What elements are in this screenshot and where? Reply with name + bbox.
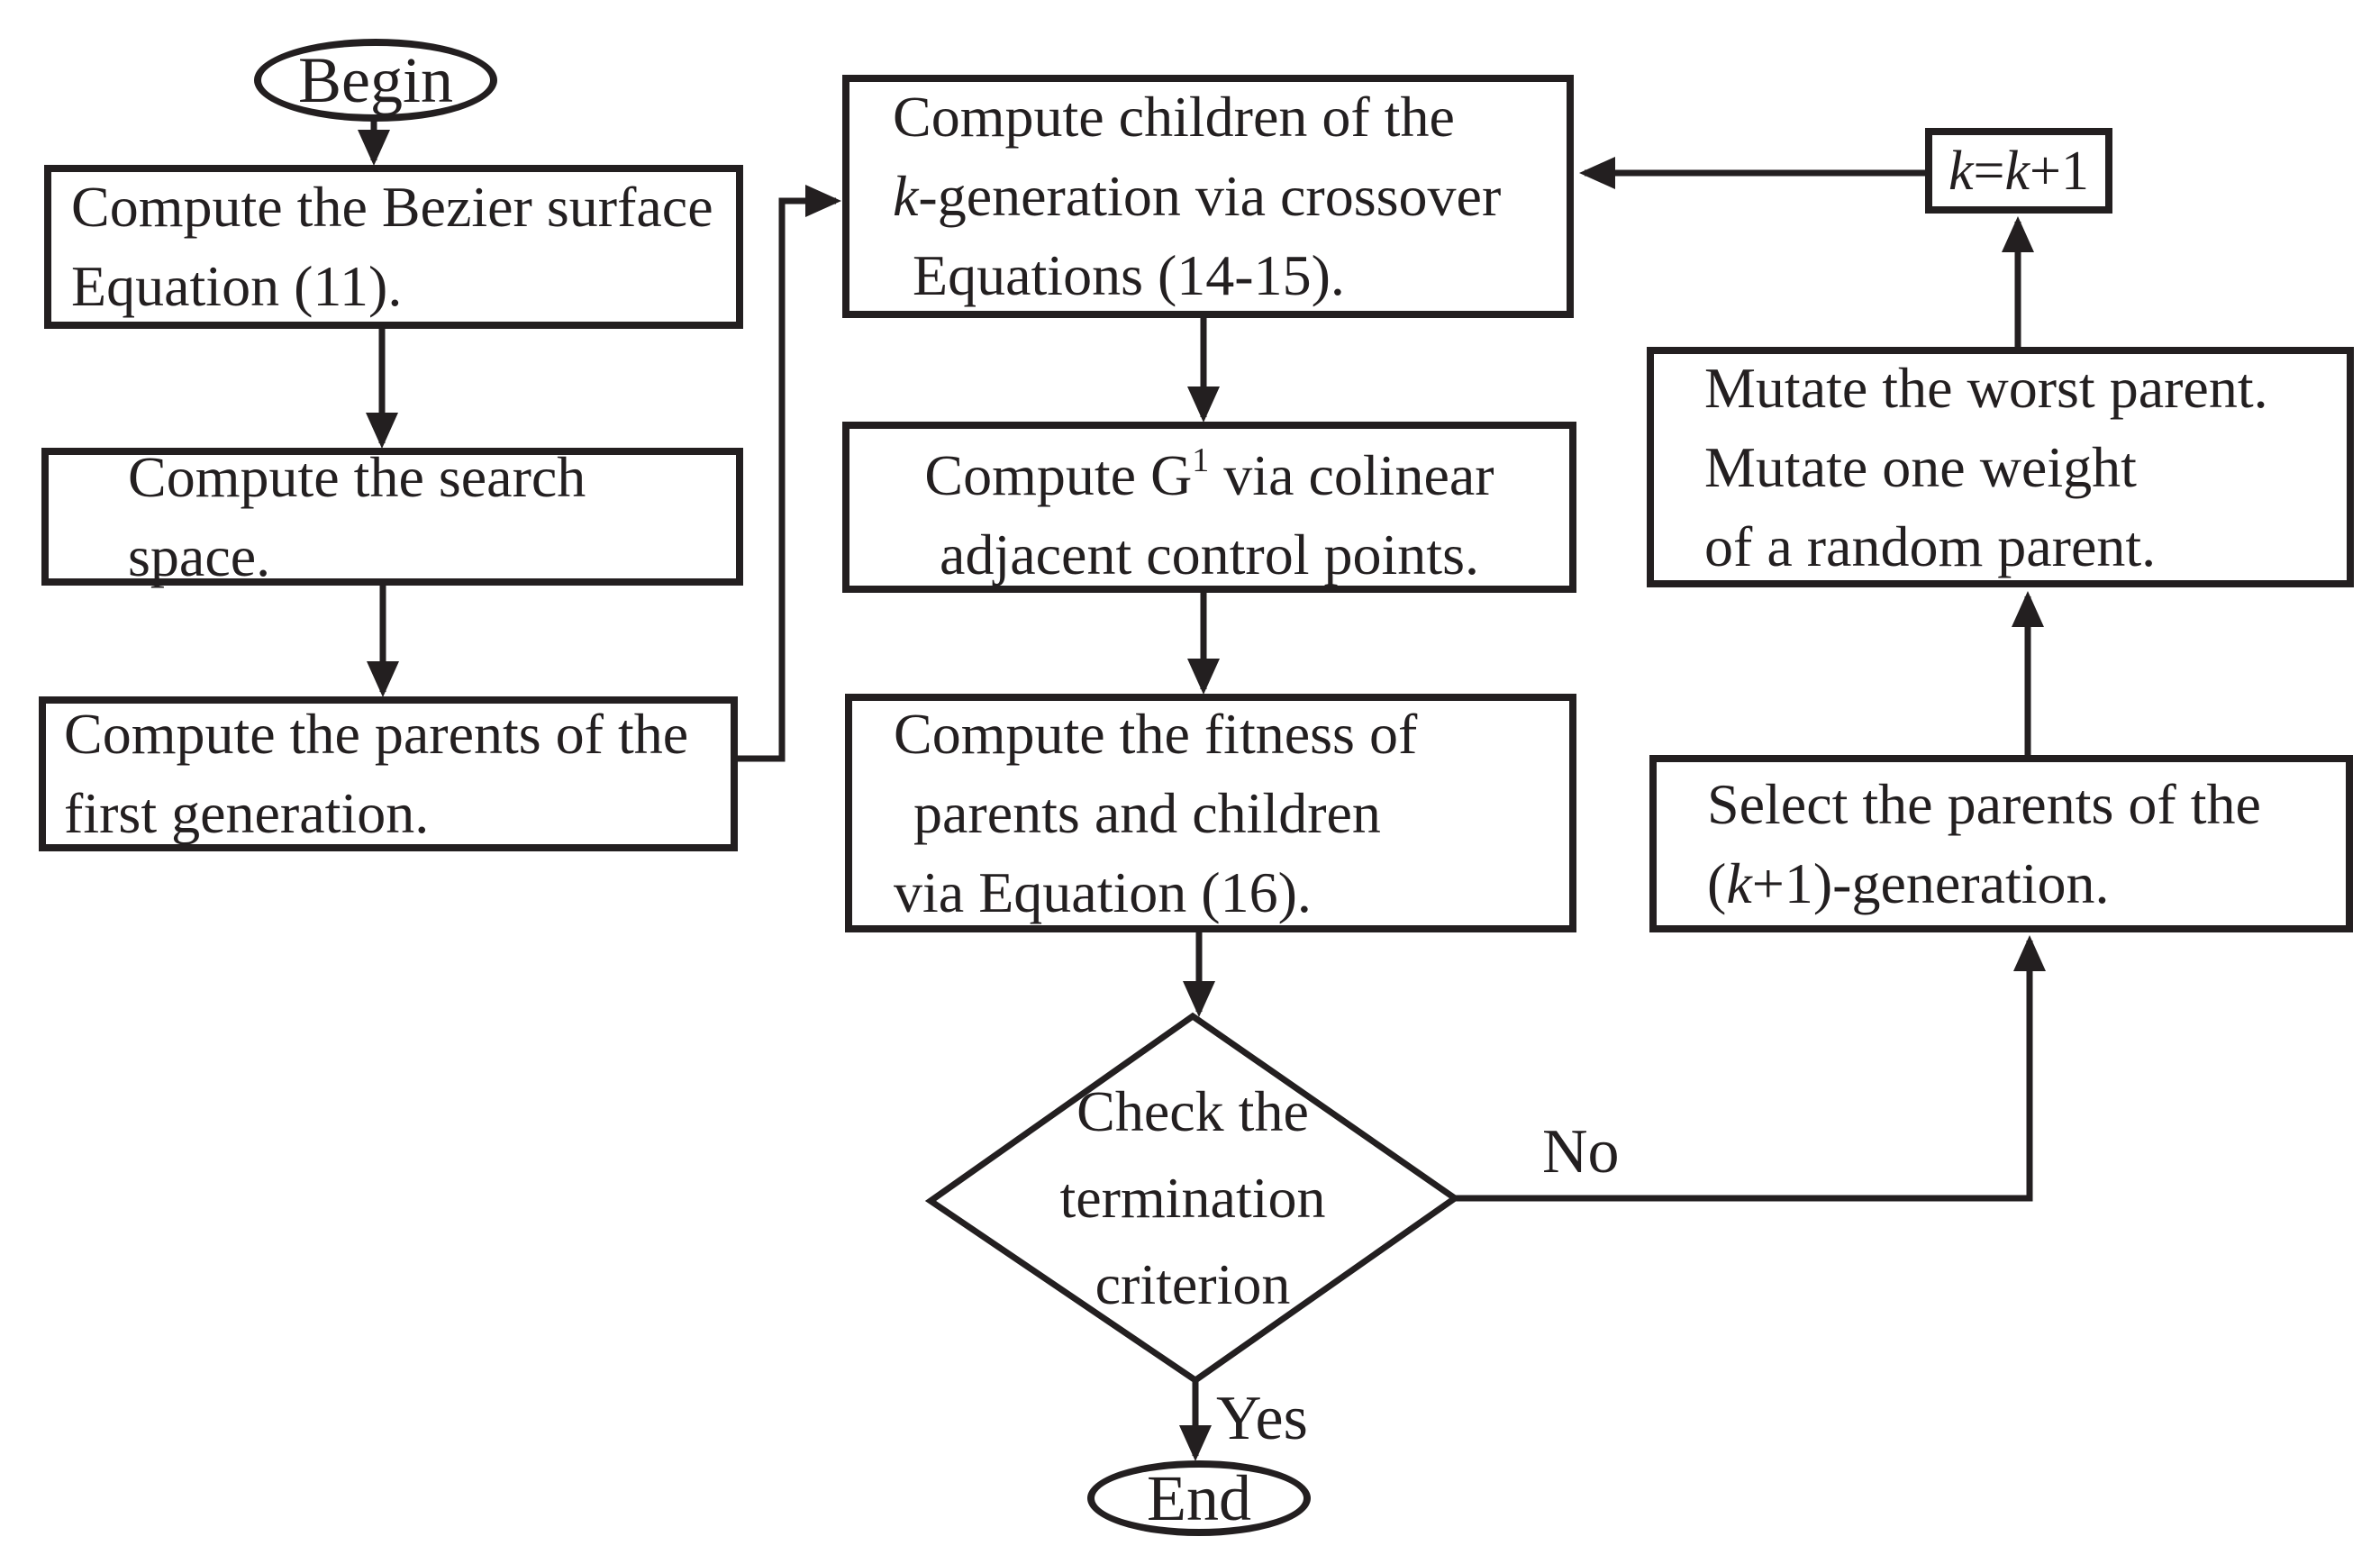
no-edge-label: No (1542, 1121, 1620, 1184)
process-k-increment: k=k+1 (1925, 128, 2112, 214)
process-line: via Equation (16). (894, 859, 1312, 924)
process-search-space: Compute the search space. (41, 445, 743, 588)
process-select-parents: Select the parents of the (k+1)-generati… (1649, 755, 2353, 932)
process-line: (k+1)-generation. (1707, 844, 2346, 923)
process-line: Mutate one weight (1704, 434, 2137, 499)
decision-line: termination (1059, 1166, 1326, 1230)
process-g1-continuity: Compute G1 via colinear adjacent control… (842, 422, 1576, 593)
process-line: parents and children (913, 780, 1381, 845)
italic-k: k (2004, 140, 2030, 202)
paren-open: ( (1707, 850, 1727, 915)
process-line: Mutate the worst parent. (1704, 355, 2268, 420)
decision-termination: Check the termination criterion (931, 1027, 1455, 1369)
decision-line: criterion (1095, 1252, 1291, 1316)
yes-label: Yes (1216, 1384, 1308, 1453)
decision-line: Check the (1076, 1079, 1309, 1143)
kinc-expression: k=k+1 (1949, 143, 2089, 199)
process-bezier-surface: Compute the Bezier surface Equation (11)… (44, 165, 743, 329)
process-line: Compute G1 via colinear (849, 421, 1569, 515)
decision-diamond-shape (924, 1012, 1461, 1385)
process-line: Select the parents of the (1707, 771, 2261, 836)
process-line-rest: -generation via crossover (918, 164, 1502, 228)
italic-k: k (893, 164, 919, 228)
process-line: of a random parent. (1704, 514, 2157, 578)
process-line: Compute the fitness of (894, 701, 1418, 766)
process-line: Compute the parents of the (64, 702, 689, 766)
process-first-parents: Compute the parents of the first generat… (39, 696, 738, 851)
process-line: space. (128, 523, 271, 588)
end-terminal: End (1087, 1460, 1311, 1536)
connector-no-path (1455, 935, 2046, 1202)
process-line: Equations (14-15). (913, 243, 1345, 307)
g1-post: via colinear (1209, 442, 1494, 507)
g1-superscript: 1 (1192, 441, 1210, 479)
italic-k: k (1726, 850, 1752, 915)
process-line: adjacent control points. (940, 522, 1479, 586)
process-line: Compute the search (128, 444, 586, 509)
process-line: Compute the Bezier surface (71, 175, 713, 239)
end-label: End (1147, 1462, 1251, 1534)
connector-parents-to-children (734, 185, 841, 762)
plus-one: +1 (2030, 140, 2089, 202)
process-line: Equation (11). (71, 254, 403, 318)
yes-edge-label: Yes (1216, 1387, 1308, 1450)
select-line-rest: +1)-generation. (1751, 850, 2110, 915)
italic-k: k (1949, 140, 1974, 202)
equals-sign: = (1973, 140, 2005, 202)
g1-pre: Compute G (924, 442, 1193, 507)
begin-label: Begin (298, 44, 453, 116)
begin-terminal: Begin (254, 39, 497, 122)
no-label: No (1542, 1117, 1620, 1187)
process-line: k-generation via crossover (893, 157, 1567, 236)
process-fitness: Compute the fitness of parents and child… (845, 694, 1576, 932)
process-line: Compute children of the (893, 85, 1455, 149)
process-line: first generation. (64, 781, 430, 845)
process-children-crossover: Compute children of the k-generation via… (842, 75, 1574, 318)
process-mutate: Mutate the worst parent. Mutate one weig… (1647, 347, 2354, 587)
